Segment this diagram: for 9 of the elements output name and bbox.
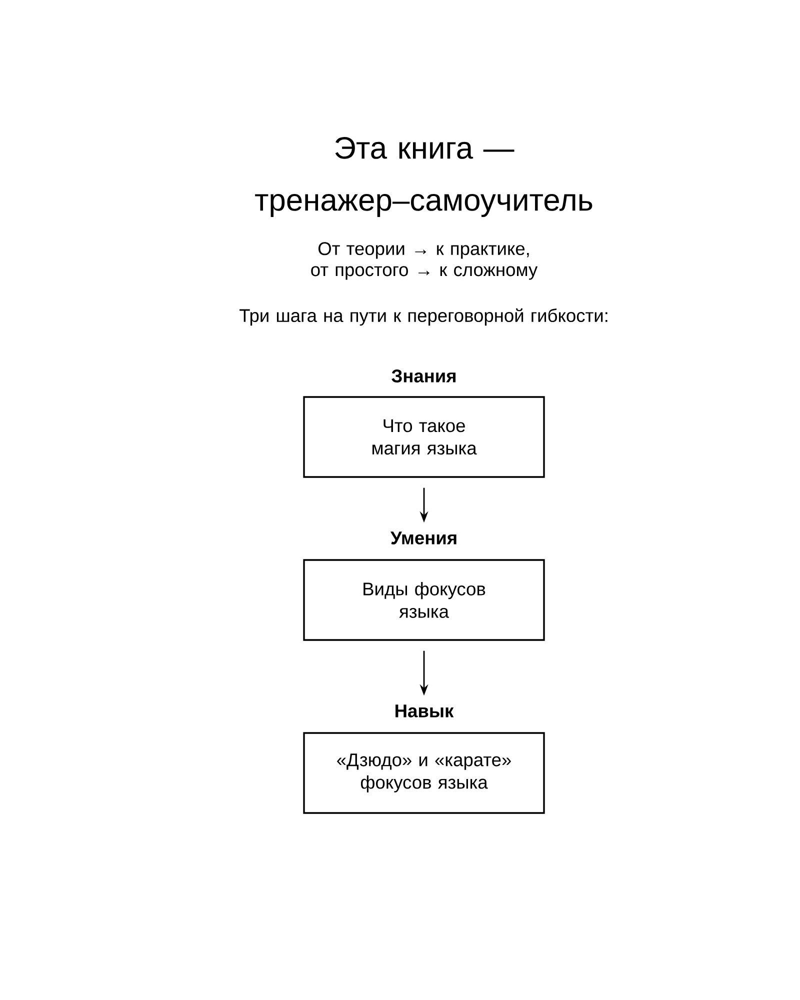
step-box: «Дзюдо» и «карате» фокусов языка: [303, 732, 545, 814]
subtitle: От теории → к практике, от простого → к сложному: [311, 242, 538, 280]
step-heading: Умения: [390, 532, 456, 544]
step-box: Виды фокусов языка: [303, 559, 545, 641]
step-heading: Навык: [396, 704, 454, 718]
intro-text: Три шага на пути к переговорной гибкости:: [240, 308, 608, 326]
step-box: Что такое магия языка: [303, 396, 545, 478]
step-heading: Знания: [392, 370, 456, 382]
title: Эта книга — тренажер–самоучитель: [255, 136, 592, 217]
